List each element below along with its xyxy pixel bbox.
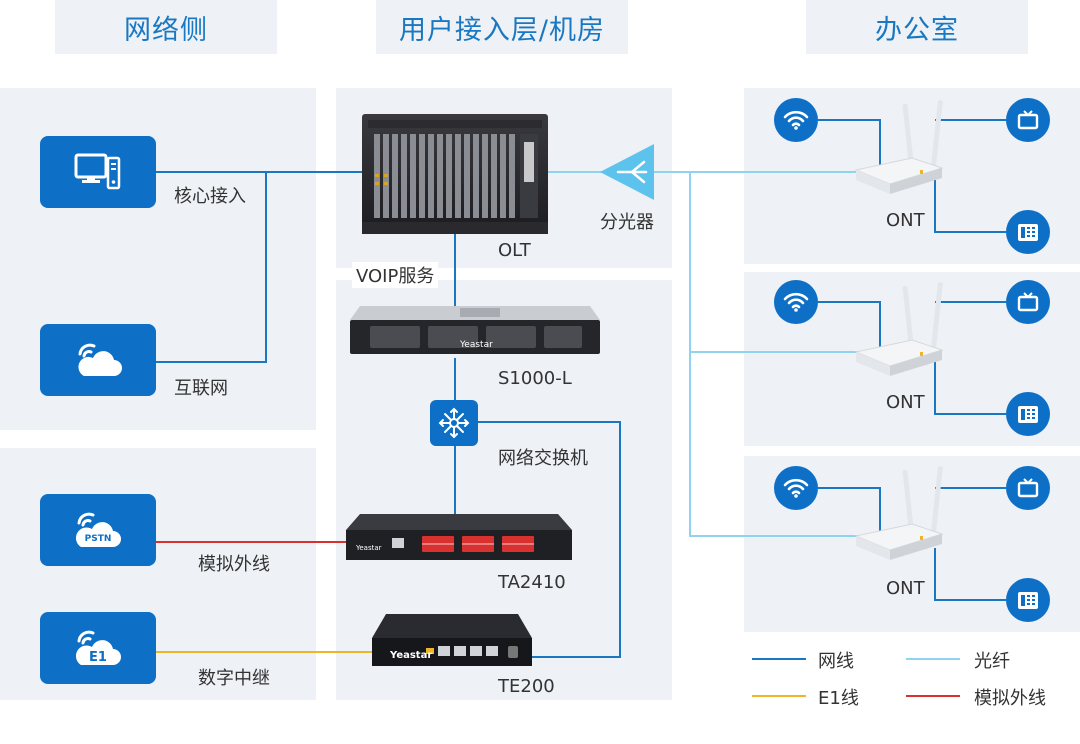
tv-icon [1017,478,1039,498]
te200-device [372,614,532,666]
line-ont2-phone [934,362,1006,415]
header-access-layer: 用户接入层/机房 [376,0,628,54]
line-splitter-to-ont3 [689,352,862,537]
pstn-device: PSTN [40,494,156,566]
s1000-server-device [350,306,600,354]
ta2410-device [346,514,572,560]
line-ont2-wifi [818,301,881,352]
legend-e1-label: E1线 [818,688,859,709]
wifi-circle-2 [774,280,818,324]
olt-label: OLT [498,240,531,261]
pstn-badge-text: PSTN [84,534,112,544]
wifi-circle-3 [774,466,818,510]
splitter-icon [600,144,654,200]
pstn-cloud-icon: PSTN [71,509,125,551]
network-switch-label: 网络交换机 [498,448,588,469]
ont-label-2: ONT [886,392,925,413]
computer-icon [74,153,121,190]
line-ont1-wifi [818,119,881,170]
line-ont3-phone [934,548,1006,601]
legend-analog-label: 模拟外线 [974,688,1046,709]
ont-router-3 [854,466,944,560]
voip-service-label: VOIP服务 [352,262,439,288]
line-splitter-to-ont2 [689,172,862,353]
e1-badge-text: E1 [89,650,107,665]
header-office-label: 办公室 [875,14,959,46]
s1000-label: S1000-L [498,368,572,389]
legend-network-cable-swatch [752,658,806,660]
ont-label-1: ONT [886,210,925,231]
te200-label: TE200 [498,676,555,697]
olt-device [362,114,548,234]
legend-e1-swatch [752,695,806,697]
tv-circle-1 [1006,98,1050,142]
legend-fiber-swatch [906,658,960,660]
switch-icon [438,407,470,439]
core-access-label: 核心接入 [174,186,246,207]
tv-icon [1017,110,1039,130]
wifi-icon [783,478,809,498]
te200-brand-text: Yeastar [390,650,433,661]
ont-label-3: ONT [886,578,925,599]
internet-label: 互联网 [174,378,228,399]
line-internet-to-olt [156,172,267,363]
line-switch-to-te200 [478,421,621,658]
core-access-device [40,136,156,208]
legend-fiber-label: 光纤 [974,651,1010,672]
header-access-label: 用户接入层/机房 [398,14,606,46]
legend-analog-swatch [906,695,960,697]
analog-line-label: 模拟外线 [198,554,270,575]
ta2410-label: TA2410 [498,572,566,593]
phone-circle-1 [1006,210,1050,254]
header-network-label: 网络侧 [124,14,208,46]
s1000-brand-text: Yeastar [460,340,493,350]
digital-trunk-label: 数字中继 [198,668,270,689]
network-switch-device [430,400,478,446]
phone-icon [1018,224,1038,241]
phone-icon [1018,592,1038,609]
header-network-side: 网络侧 [55,0,277,54]
tv-circle-3 [1006,466,1050,510]
e1-device: E1 [40,612,156,684]
phone-icon [1018,406,1038,423]
phone-circle-3 [1006,578,1050,622]
ont-router-2 [854,282,944,376]
ta2410-brand-text: Yeastar [356,544,382,552]
line-ont3-wifi [818,487,881,538]
tv-icon [1017,292,1039,312]
wifi-icon [783,292,809,312]
wifi-circle-1 [774,98,818,142]
line-ont1-phone [934,180,1006,233]
wifi-icon [783,110,809,130]
splitter-label: 分光器 [600,212,654,233]
cloud-icon [78,343,122,376]
e1-cloud-icon: E1 [71,627,125,669]
tv-circle-2 [1006,280,1050,324]
header-office: 办公室 [806,0,1028,54]
internet-device [40,324,156,396]
legend-network-cable-label: 网线 [818,651,854,672]
phone-circle-2 [1006,392,1050,436]
ont-router-1 [854,100,944,194]
